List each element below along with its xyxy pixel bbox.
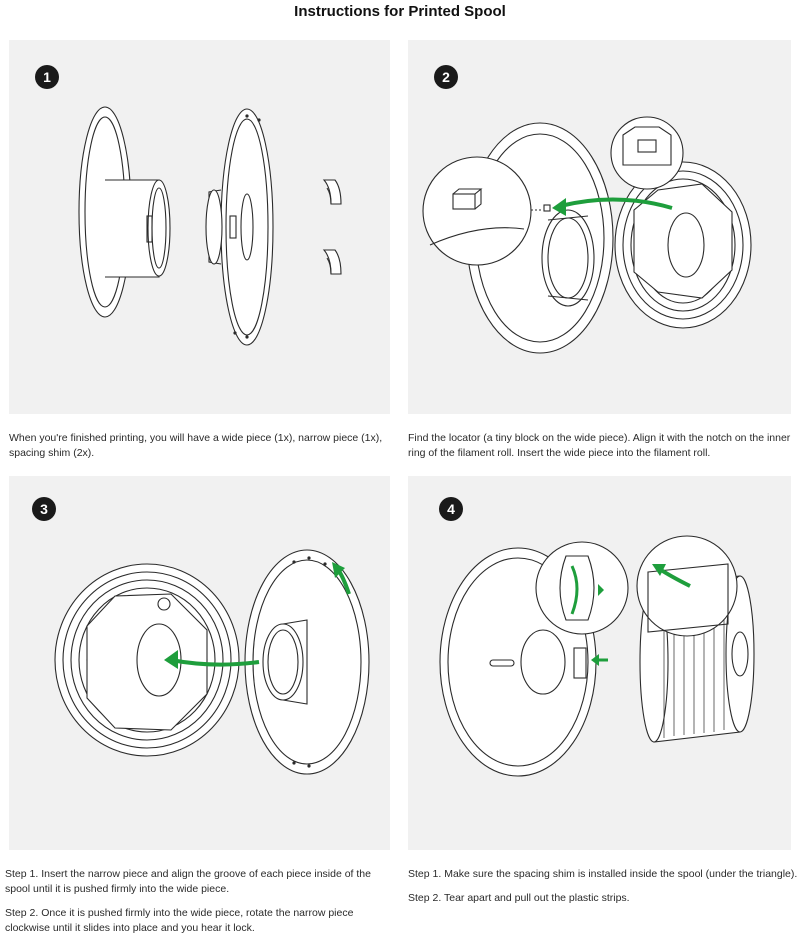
step-badge: 4 xyxy=(439,497,463,521)
caption-text: Find the locator (a tiny block on the wi… xyxy=(408,432,791,459)
caption-step-4: Step 1. Make sure the spacing shim is in… xyxy=(408,867,800,915)
caption-text: Step 1. Insert the narrow piece and alig… xyxy=(5,868,371,895)
caption-step-2: Find the locator (a tiny block on the wi… xyxy=(408,431,793,470)
caption-text: Step 2. Once it is pushed firmly into th… xyxy=(5,907,354,934)
caption-step-3: Step 1. Insert the narrow piece and alig… xyxy=(5,867,395,945)
panel-step-3: 3 xyxy=(9,476,390,850)
panel-step-1: 1 xyxy=(9,40,390,414)
illustration-shim-and-strips xyxy=(439,535,755,777)
caption-text: Step 1. Make sure the spacing shim is in… xyxy=(408,868,798,880)
caption-text: Step 2. Tear apart and pull out the plas… xyxy=(408,892,630,904)
illustration-insert-narrow-piece xyxy=(54,549,370,775)
caption-text: When you're finished printing, you will … xyxy=(9,432,383,459)
illustration-spool-parts xyxy=(78,106,342,346)
caption-step-1: When you're finished printing, you will … xyxy=(9,431,394,470)
step-badge: 2 xyxy=(434,65,458,89)
panel-step-4: 4 xyxy=(408,476,791,850)
step-badge: 3 xyxy=(32,497,56,521)
step-badge: 1 xyxy=(35,65,59,89)
illustration-locator-alignment xyxy=(422,116,752,354)
page-title: Instructions for Printed Spool xyxy=(294,3,506,20)
panel-step-2: 2 xyxy=(408,40,791,414)
